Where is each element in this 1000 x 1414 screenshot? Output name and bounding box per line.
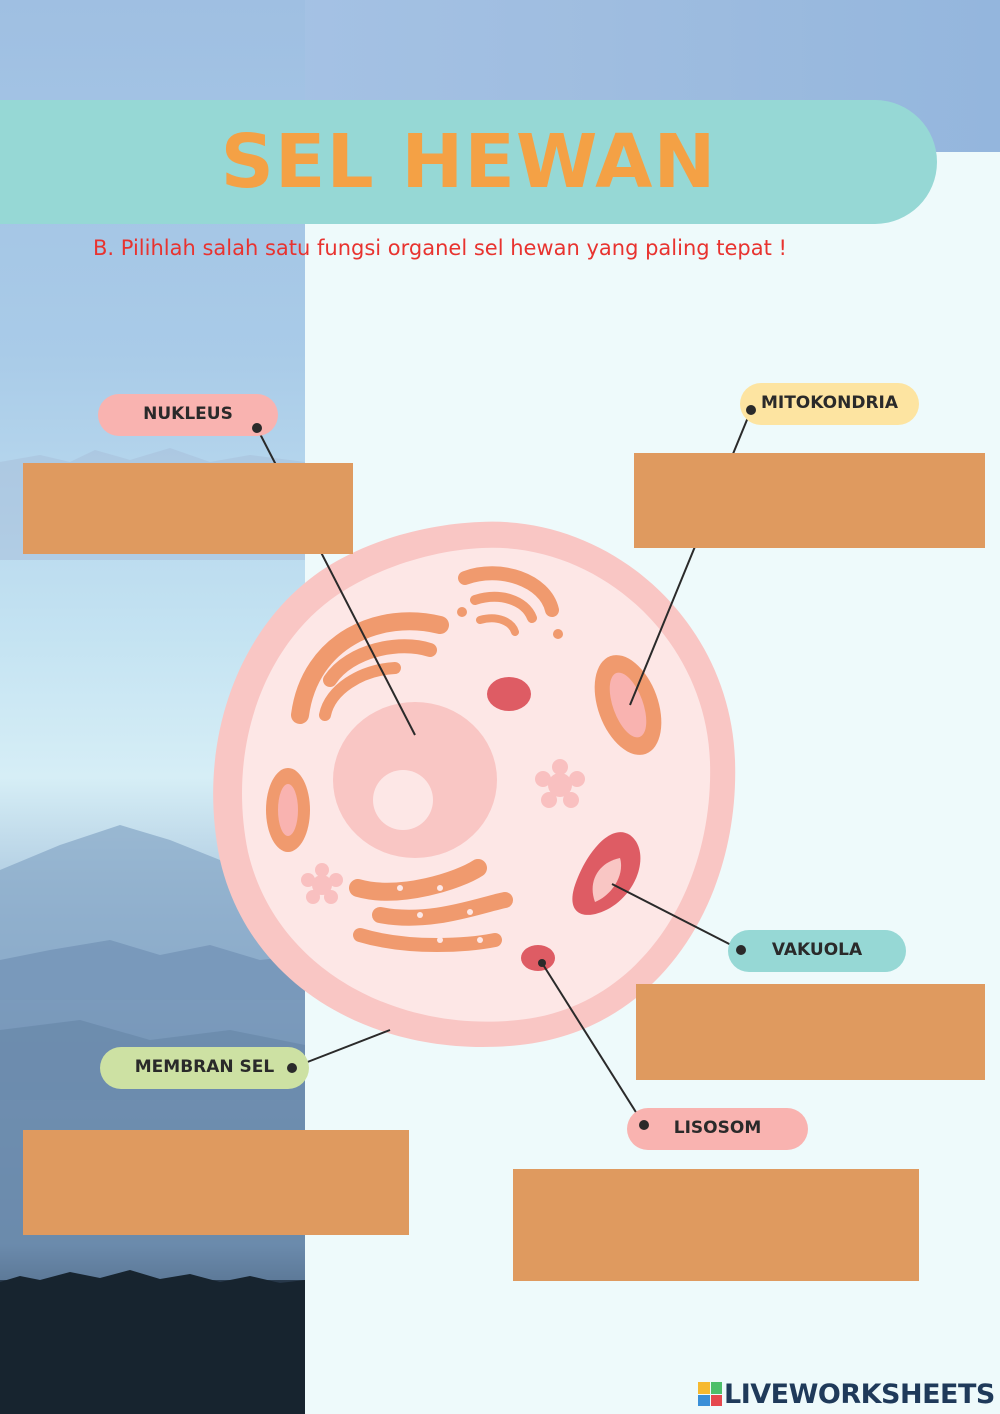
brand-text: LIVEWORKSHEETS bbox=[724, 1378, 995, 1410]
label-nukleus: NUKLEUS bbox=[98, 394, 278, 436]
title-banner bbox=[0, 100, 937, 224]
answer-box-vakuola[interactable] bbox=[636, 984, 985, 1080]
answer-box-mitokondria[interactable] bbox=[634, 453, 985, 548]
nucleolus bbox=[373, 770, 433, 830]
label-membran-sel: MEMBRAN SEL bbox=[100, 1047, 309, 1089]
golgi-apparatus bbox=[458, 566, 559, 617]
pointer-vakuola bbox=[611, 883, 742, 951]
instruction-text: B. Pilihlah salah satu fungsi organel se… bbox=[93, 236, 787, 260]
centrosome-right bbox=[535, 759, 585, 808]
rough-er bbox=[291, 612, 449, 724]
answer-box-nukleus[interactable] bbox=[23, 463, 353, 554]
label-mitokondria: MITOKONDRIA bbox=[740, 383, 919, 425]
liveworksheets-logo: LIVEWORKSHEETS bbox=[698, 1378, 995, 1410]
label-lisosom: LISOSOM bbox=[627, 1108, 808, 1150]
centrosome-left bbox=[301, 863, 343, 904]
liveworksheets-icon bbox=[698, 1382, 722, 1406]
pointer-lisosom bbox=[541, 962, 645, 1126]
label-vakuola: VAKUOLA bbox=[728, 930, 906, 972]
vesicle bbox=[487, 677, 531, 711]
answer-box-membran-sel[interactable] bbox=[23, 1130, 409, 1235]
lysosome bbox=[521, 945, 555, 971]
answer-box-lisosom[interactable] bbox=[513, 1169, 919, 1281]
pointer-membran bbox=[291, 1029, 391, 1069]
page-title: SEL HEWAN bbox=[220, 119, 717, 205]
